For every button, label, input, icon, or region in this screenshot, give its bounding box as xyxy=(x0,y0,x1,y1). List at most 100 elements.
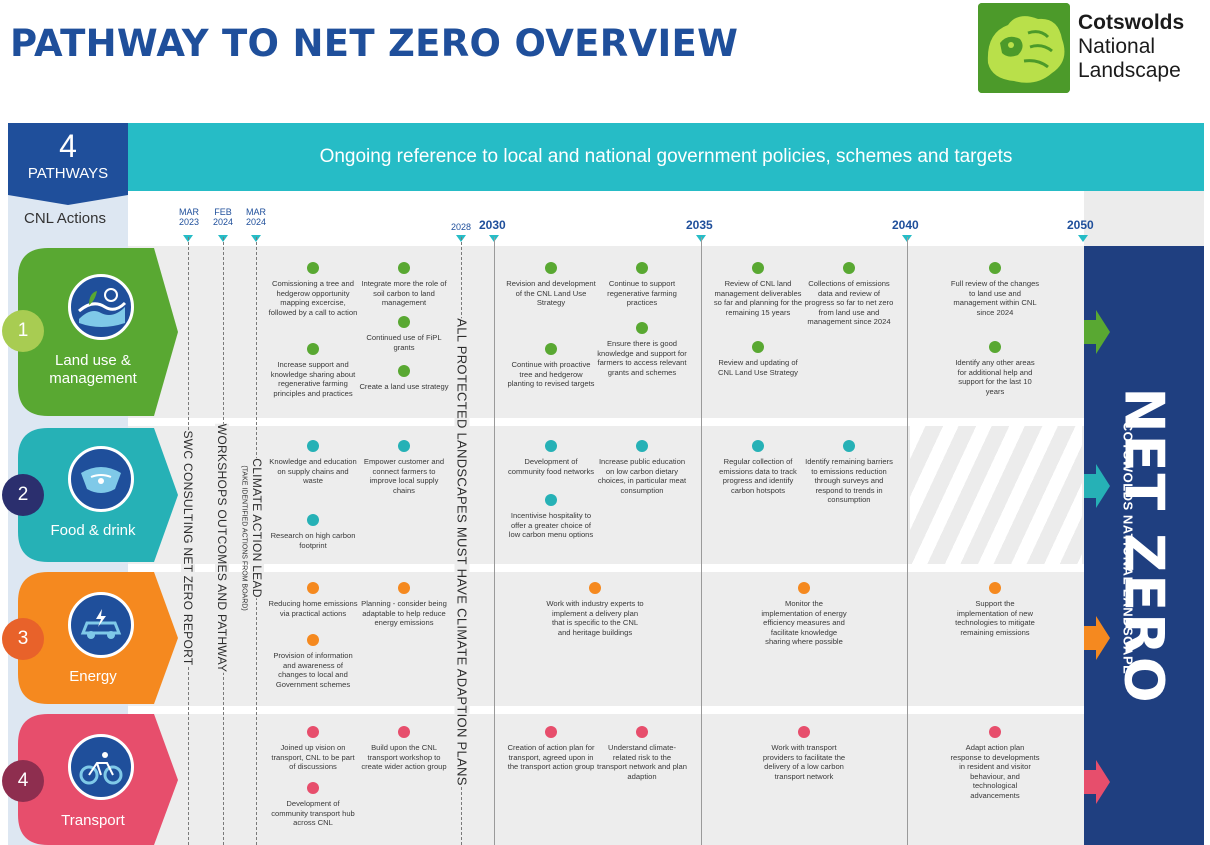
action-item: Comissioning a tree and hedgerow opportu… xyxy=(268,262,358,317)
action-item: Identify any other areas for additional … xyxy=(950,341,1040,396)
logo-line-3: Landscape xyxy=(1078,59,1181,82)
action-dot xyxy=(307,582,319,594)
sheep-logo-icon xyxy=(978,3,1070,93)
action-dot xyxy=(589,582,601,594)
action-dot xyxy=(989,262,1001,274)
pathway-number-3: 3 xyxy=(2,618,44,660)
action-item: Understand climate-related risk to the t… xyxy=(597,726,687,781)
action-dot xyxy=(752,341,764,353)
action-item: Adapt action plan response to developmen… xyxy=(950,726,1040,801)
food-icon xyxy=(68,446,134,512)
action-item: Identify remaining barriers to emissions… xyxy=(804,440,894,505)
action-item: Ensure there is good knowledge and suppo… xyxy=(597,322,687,377)
action-item: Work with industry experts to implement … xyxy=(545,582,645,637)
tick-label-mar-2023: MAR 2023 xyxy=(178,207,200,227)
bicycle-icon xyxy=(68,734,134,800)
action-dot xyxy=(398,365,410,377)
action-dot xyxy=(843,262,855,274)
action-dot xyxy=(398,316,410,328)
year-label-2050: 2050 xyxy=(1067,218,1094,232)
action-item: Increase public education on low carbon … xyxy=(597,440,687,495)
action-dot xyxy=(636,322,648,334)
logo-line-1: Cotswolds xyxy=(1078,11,1185,34)
action-item: Continue with proactive tree and hedgero… xyxy=(506,343,596,389)
page-title: PATHWAY TO NET ZERO OVERVIEW xyxy=(10,22,739,65)
action-item: Work with transport providers to facilit… xyxy=(759,726,849,781)
pathways-box-notch xyxy=(8,195,128,205)
action-item: Continue to support regenerative farming… xyxy=(597,262,687,308)
action-dot xyxy=(989,341,1001,353)
pathway-number-1: 1 xyxy=(2,310,44,352)
arrow-food-icon xyxy=(1084,464,1110,508)
tick-label-2028: 2028 xyxy=(450,222,472,232)
protected-landscapes-label: ALL PROTECTED LANDSCAPES MUST HAVE CLIMA… xyxy=(454,318,470,786)
action-item: Reducing home emissions via practical ac… xyxy=(268,582,358,618)
action-dot xyxy=(398,262,410,274)
workshops-label: WORKSHOPS OUTCOMES AND PATHWAY xyxy=(215,423,229,673)
action-dot xyxy=(545,262,557,274)
action-dot xyxy=(307,726,319,738)
action-dot xyxy=(636,262,648,274)
logo-line-2: National xyxy=(1078,35,1156,58)
pathways-count: 4 xyxy=(59,128,77,164)
hatched-area xyxy=(910,426,1082,564)
action-item: Planning - consider being adaptable to h… xyxy=(359,582,449,628)
pathway-number-2: 2 xyxy=(2,474,44,516)
action-dot xyxy=(398,440,410,452)
action-item: Creation of action plan for transport, a… xyxy=(506,726,596,772)
net-zero-subtitle: COTSWOLDS NATIONAL LANDSCAPE xyxy=(1120,421,1136,675)
pathway-label-energy: Energy xyxy=(69,668,117,685)
action-dot xyxy=(307,343,319,355)
row-band-transport xyxy=(128,714,1084,845)
action-item: Support the implementation of new techno… xyxy=(950,582,1040,637)
action-dot xyxy=(307,782,319,794)
action-dot xyxy=(989,726,1001,738)
action-item: Joined up vision on transport, CNL to be… xyxy=(268,726,358,772)
ev-car-icon xyxy=(68,592,134,658)
action-item: Regular collection of emissions data to … xyxy=(713,440,803,495)
pathways-count-label: PATHWAYS xyxy=(27,165,109,182)
arrow-energy-icon xyxy=(1084,616,1110,660)
net-zero-panel xyxy=(1084,246,1204,845)
action-dot xyxy=(398,726,410,738)
action-item: Create a land use strategy xyxy=(359,365,449,392)
arrow-transport-icon xyxy=(1084,760,1110,804)
action-item: Empower customer and connect farmers to … xyxy=(359,440,449,495)
year-label-2040: 2040 xyxy=(892,218,919,232)
action-item: Development of community food networks xyxy=(506,440,596,476)
timeline-line-2040 xyxy=(907,237,908,845)
climate-lead-sublabel: (TAKE IDENTIFIED ACTIONS FROM BOARD) xyxy=(240,465,248,611)
action-dot xyxy=(636,726,648,738)
action-item: Build upon the CNL transport workshop to… xyxy=(359,726,449,772)
pathway-transport: Transport xyxy=(18,714,178,845)
action-dot xyxy=(545,440,557,452)
timeline-line-2030 xyxy=(494,237,495,845)
cotswolds-logo: Cotswolds National Landscape xyxy=(978,3,1198,93)
action-item: Revision and development of the CNL Land… xyxy=(506,262,596,308)
row-band-energy xyxy=(128,572,1084,706)
cnl-actions-label: CNL Actions xyxy=(24,210,106,227)
pathway-label-transport: Transport xyxy=(61,812,125,829)
action-dot xyxy=(545,726,557,738)
action-dot xyxy=(752,262,764,274)
pathway-label-food: Food & drink xyxy=(50,522,136,539)
action-dot xyxy=(307,634,319,646)
action-item: Research on high carbon footprint xyxy=(268,514,358,550)
action-dot xyxy=(989,582,1001,594)
year-label-2030: 2030 xyxy=(479,218,506,232)
action-dot xyxy=(307,440,319,452)
action-dot xyxy=(307,262,319,274)
year-label-2035: 2035 xyxy=(686,218,713,232)
action-dot xyxy=(843,440,855,452)
action-dot xyxy=(398,582,410,594)
action-item: Monitor the implementation of energy eff… xyxy=(759,582,849,647)
pathways-count-box: 4 PATHWAYS xyxy=(8,123,128,195)
action-dot xyxy=(798,582,810,594)
climate-lead-label: CLIMATE ACTION LEAD xyxy=(250,458,264,598)
swc-report-label: SWC CONSULTING NET ZERO REPORT xyxy=(181,430,195,666)
policy-banner: Ongoing reference to local and national … xyxy=(128,123,1204,191)
action-item: Development of community transport hub a… xyxy=(268,782,358,828)
action-item: Integrate more the role of soil carbon t… xyxy=(359,262,449,308)
tick-label-mar-2024: MAR 2024 xyxy=(245,207,267,227)
action-dot xyxy=(636,440,648,452)
